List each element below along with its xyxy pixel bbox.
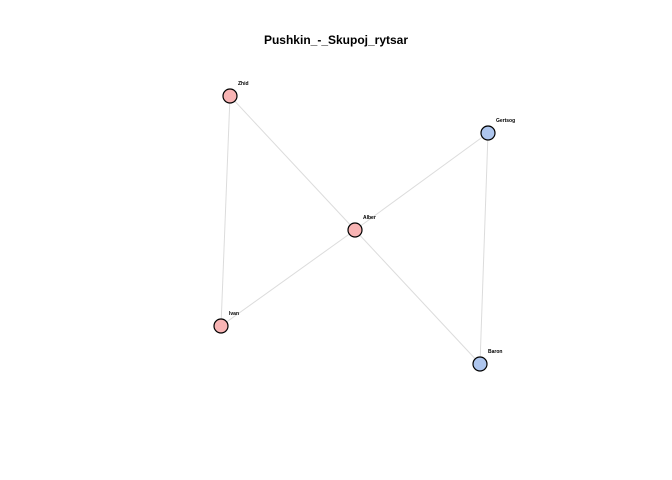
node-alber: Alber — [347, 215, 376, 238]
node-baron: Baron — [472, 349, 502, 372]
graph-title: Pushkin_-_Skupoj_rytsar — [263, 33, 409, 47]
node-circle-ivan — [213, 318, 229, 334]
node-circle-baron — [472, 356, 488, 372]
edge-zhid-alber — [229, 95, 356, 231]
node-label-baron: Baron — [488, 349, 502, 355]
edge-zhid-ivan — [220, 95, 231, 327]
node-zhid: Zhid — [222, 81, 249, 104]
edge-alber-ivan — [220, 229, 356, 327]
node-label-alber: Alber — [363, 215, 376, 221]
node-label-zhid: Zhid — [238, 81, 249, 87]
node-gertsog: Gertsog — [480, 118, 515, 141]
edge-alber-baron — [354, 229, 481, 365]
edge-gertsog-baron — [479, 132, 489, 365]
edge-layer — [220, 95, 489, 365]
node-ivan: Ivan — [213, 311, 239, 334]
node-label-gertsog: Gertsog — [496, 118, 515, 124]
node-circle-zhid — [222, 88, 238, 104]
node-circle-alber — [347, 222, 363, 238]
node-circle-gertsog — [480, 125, 496, 141]
edge-alber-gertsog — [354, 132, 489, 231]
node-label-ivan: Ivan — [229, 311, 239, 317]
